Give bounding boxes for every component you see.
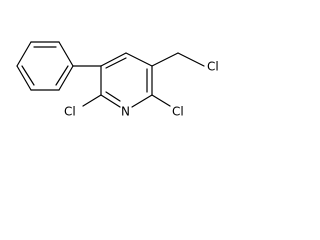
pyridine-bond-c3-c4 [100, 52, 127, 67]
pyridine-bond-c4-c5 [125, 52, 153, 67]
molecule-canvas: Cl Cl N Cl [16, 41, 219, 119]
c6-chlorine-bond [151, 94, 171, 107]
chloromethyl-bond-2 [177, 52, 205, 67]
pyridine-inner-bond-1 [105, 57, 127, 69]
pyridine-inner-bond-3 [105, 91, 121, 102]
phenyl-bond-5 [16, 65, 32, 91]
phenyl-inner-bond-2 [55, 65, 69, 86]
ring-nitrogen-label: N [121, 105, 130, 119]
chloromethyl-bond-1 [151, 52, 179, 67]
left-chlorine-label: Cl [64, 105, 76, 119]
structure-diagram: Cl Cl N Cl [16, 41, 219, 119]
right-chlorine-label: Cl [172, 105, 184, 119]
phenyl-bond-3 [58, 65, 74, 91]
phenyl-bond-6 [16, 41, 32, 67]
c2-chlorine-bond [82, 94, 102, 107]
phenyl-inner-bond-3 [21, 65, 35, 86]
pyridine-bond-n-c2 [100, 94, 121, 108]
pyridine-bond-c6-n [131, 94, 153, 108]
phenyl-bond-2 [58, 41, 74, 67]
chloromethyl-chlorine-label: Cl [207, 60, 219, 74]
